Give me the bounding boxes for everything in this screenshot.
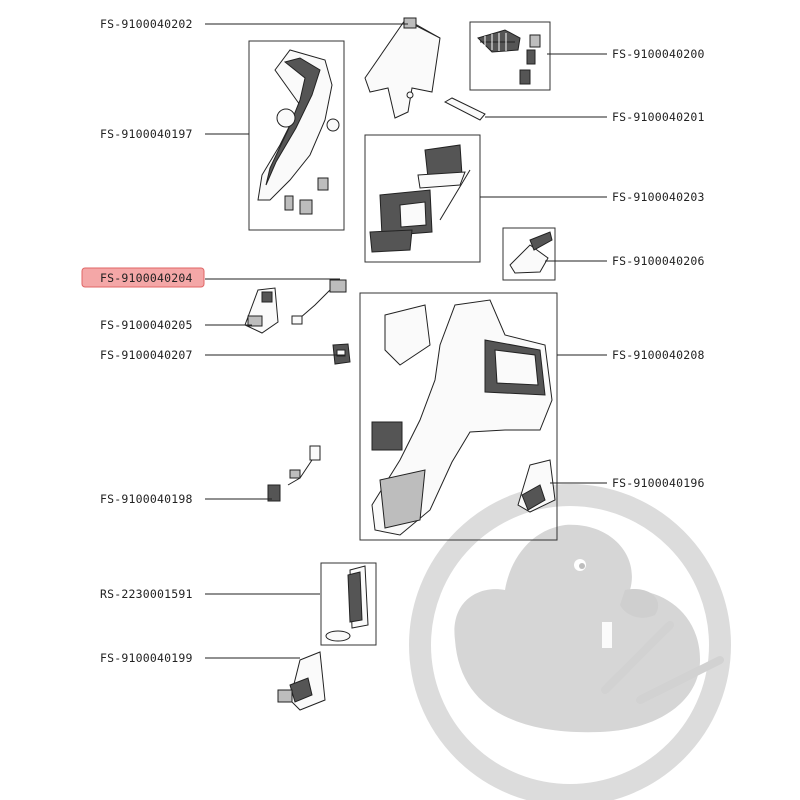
group-box-200	[469, 21, 551, 91]
label-fs-9100040202[interactable]: FS-9100040202	[100, 17, 193, 31]
label-fs-9100040206[interactable]: FS-9100040206	[612, 254, 705, 268]
part-fs-9100040207[interactable]	[332, 343, 351, 365]
part-fs-9100040198[interactable]	[267, 445, 321, 502]
part-fs-9100040202[interactable]	[364, 17, 441, 119]
group-box-197	[248, 40, 345, 231]
label-fs-9100040208[interactable]: FS-9100040208	[612, 348, 705, 362]
part-fs-9100040205[interactable]	[244, 287, 279, 334]
label-fs-9100040200[interactable]: FS-9100040200	[612, 47, 705, 61]
group-box-208	[359, 292, 558, 541]
label-fs-9100040197[interactable]: FS-9100040197	[100, 127, 193, 141]
label-fs-9100040205[interactable]: FS-9100040205	[100, 318, 193, 332]
part-fs-9100040201[interactable]	[443, 97, 486, 121]
part-fs-9100040204[interactable]	[291, 279, 347, 325]
part-rs-2230001591[interactable]	[325, 565, 369, 642]
part-fs-9100040199[interactable]	[277, 651, 326, 711]
label-fs-9100040203[interactable]: FS-9100040203	[612, 190, 705, 204]
group-box-203	[364, 134, 481, 263]
part-fs-9100040206[interactable]	[509, 231, 553, 274]
part-fs-9100040208[interactable]	[371, 299, 553, 536]
leader-lines	[205, 23, 607, 659]
part-fs-9100040203[interactable]	[369, 144, 471, 253]
selected-label-highlight	[81, 267, 205, 288]
part-labels: FS-9100040202 FS-9100040200 FS-910004019…	[100, 17, 705, 665]
part-fs-9100040196[interactable]	[517, 459, 556, 513]
part-fs-9100040197[interactable]	[257, 49, 340, 215]
part-fs-9100040200[interactable]	[477, 29, 541, 85]
label-rs-2230001591[interactable]: RS-2230001591	[100, 587, 193, 601]
group-box-206	[502, 227, 556, 281]
label-fs-9100040198[interactable]: FS-9100040198	[100, 492, 193, 506]
label-fs-9100040196[interactable]: FS-9100040196	[612, 476, 705, 490]
label-fs-9100040207[interactable]: FS-9100040207	[100, 348, 193, 362]
group-box-1591	[320, 562, 377, 646]
watermark-logo	[409, 484, 731, 800]
label-fs-9100040199[interactable]: FS-9100040199	[100, 651, 193, 665]
label-fs-9100040204[interactable]: FS-9100040204	[100, 271, 193, 285]
label-fs-9100040201[interactable]: FS-9100040201	[612, 110, 705, 124]
